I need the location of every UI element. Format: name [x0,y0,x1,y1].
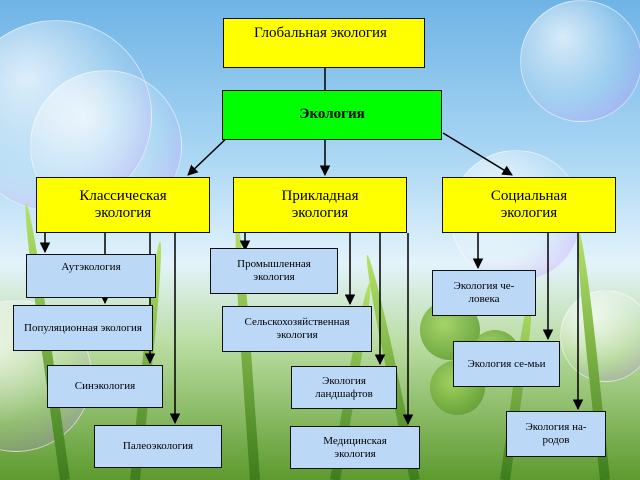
box-autecology: Аутэкология [26,254,156,298]
box-nations-ecology: Экология на-родов [506,411,606,457]
box-landscape-ecology: Экология ландшафтов [291,366,397,409]
box-paleoecology: Палеоэкология [94,425,222,468]
bubble-decoration [520,0,640,122]
box-synecology: Синэкология [47,365,163,408]
box-ecology: Экология [222,90,442,140]
bubble-decoration [560,290,640,382]
box-population-ecology: Популяционная экология [13,305,153,351]
arrow-ecology-to-social [442,132,513,176]
box-agricultural-ecology: Сельскохозяйственная экология [222,306,372,352]
box-classic-ecology: Классическая экология [36,177,210,233]
box-applied-ecology: Прикладная экология [233,177,407,233]
arrow-ecology-to-classic [187,132,233,176]
box-medical-ecology: Медицинская экология [290,426,420,469]
box-human-ecology: Экология че-ловека [432,270,536,316]
box-social-ecology: Социальная экология [442,177,616,233]
box-industrial-ecology: Промышленная экология [210,248,338,294]
box-global-ecology: Глобальная экология [223,18,425,68]
box-family-ecology: Экология се-мьи [453,341,560,387]
